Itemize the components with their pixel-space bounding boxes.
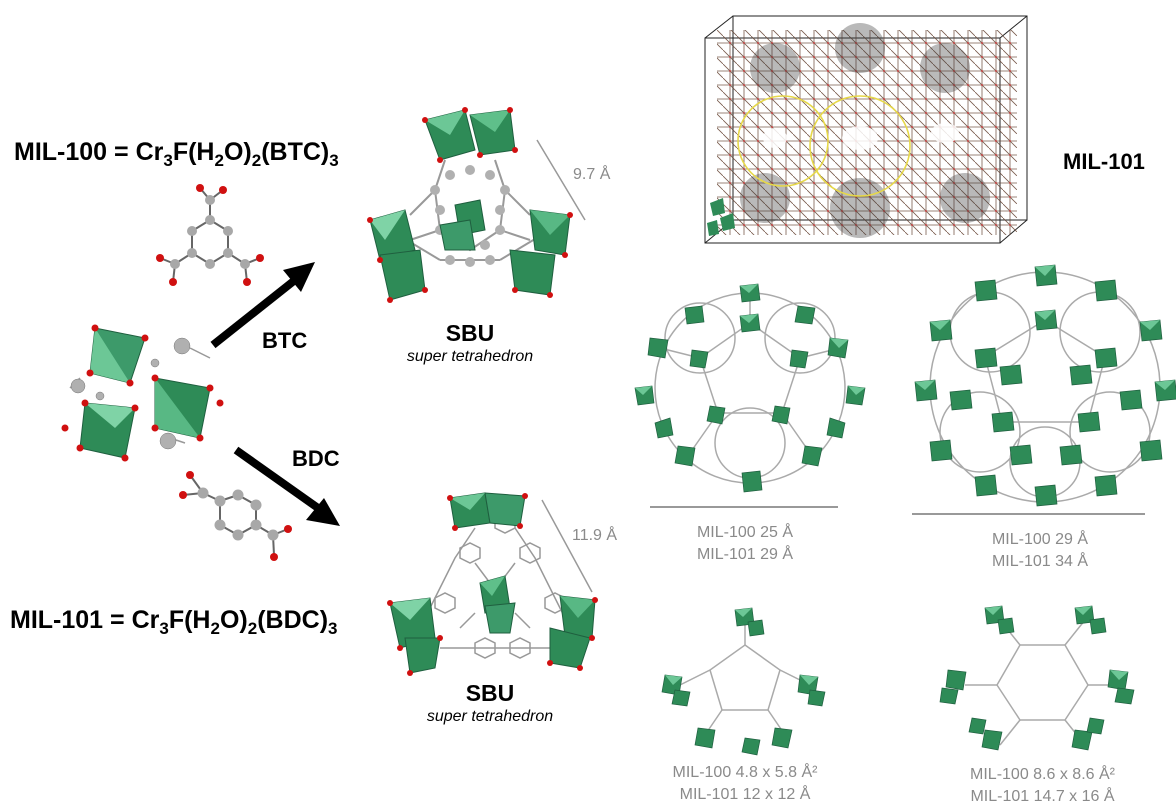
sbu-top-illustration [367,107,573,303]
large-cage-caption-line2: MIL-101 34 Å [991,553,1089,570]
mil101-formula: MIL-101 = Cr3F(H2O)2(BDC)3 [10,606,338,638]
sbu-top-subtitle: super tetrahedron [406,348,534,365]
large-cage-caption: MIL-100 29 Å MIL-101 34 Å [930,529,1150,573]
dimension-line-bottom [541,499,593,593]
trimer-cluster-illustration [61,324,224,462]
arrow-to-btc-sbu [210,262,315,349]
mil100-formula: MIL-100 = Cr3F(H2O)2(BTC)3 [14,138,339,170]
pentagonal-window-caption-line1: MIL-100 4.8 x 5.8 Å² [672,764,818,781]
pentagonal-window-illustration [661,607,826,756]
hexagonal-window-illustration [939,605,1135,751]
large-cage-caption-line1: MIL-100 29 Å [991,531,1089,548]
sbu-top-title: SBU [445,320,495,346]
small-cage-divider [650,506,838,508]
small-cage-caption-line2: MIL-101 29 Å [696,546,794,563]
large-cage-divider [912,513,1145,515]
bdc-molecule-illustration [179,471,292,561]
arrow-to-bdc-sbu [233,446,340,526]
small-cage-illustration [634,283,866,493]
bdc-arrow-label: BDC [292,446,340,471]
large-cage-illustration [914,264,1176,507]
sbu-bottom-illustration [387,492,598,676]
unit-cell-illustration [704,15,1028,244]
unit-cell-label: MIL-101 [1063,149,1145,174]
sbu-bottom-title: SBU [465,680,515,706]
btc-molecule-illustration [156,184,264,286]
btc-arrow-label: BTC [262,328,308,353]
small-cage-caption: MIL-100 25 Å MIL-101 29 Å [640,522,850,566]
hexagonal-window-caption: MIL-100 8.6 x 8.6 Å² MIL-101 14.7 x 16 Å [925,764,1160,808]
hexagonal-window-caption-line1: MIL-100 8.6 x 8.6 Å² [970,766,1115,783]
pentagonal-window-caption-line2: MIL-101 12 x 12 Å [679,786,811,803]
sbu-bottom-dimension: 11.9 Å [572,527,618,544]
sbu-top-dimension: 9.7 Å [573,166,611,183]
pentagonal-window-caption: MIL-100 4.8 x 5.8 Å² MIL-101 12 x 12 Å [630,762,860,806]
dimension-line-top [536,139,586,221]
sbu-bottom-subtitle: super tetrahedron [426,708,554,725]
hexagonal-window-caption-line2: MIL-101 14.7 x 16 Å [970,788,1115,805]
small-cage-caption-line1: MIL-100 25 Å [696,524,794,541]
